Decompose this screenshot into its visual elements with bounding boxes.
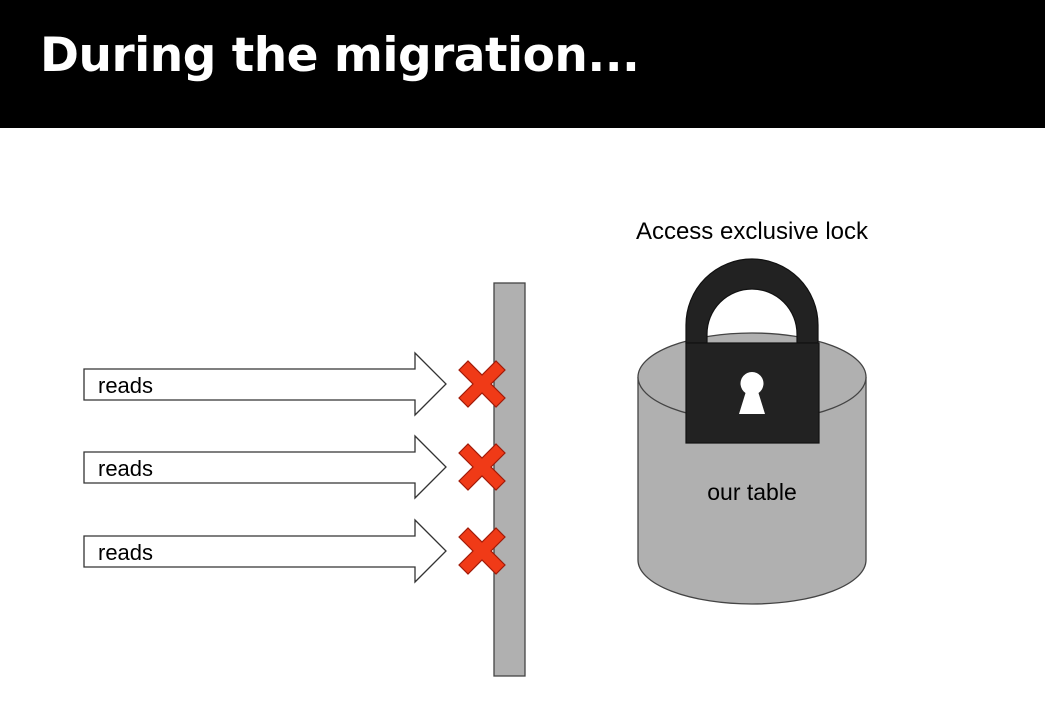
- padlock-shackle: [685, 258, 819, 344]
- arrow-label: reads: [98, 456, 153, 481]
- title-bar: During the migration...: [0, 0, 1045, 128]
- arrow-shape: [83, 434, 447, 500]
- arrow-shape: [83, 351, 447, 417]
- arrow-label: reads: [98, 540, 153, 565]
- read-arrow-2: reads: [83, 434, 447, 500]
- blocked-cross-icon: [458, 527, 506, 575]
- read-arrow-1: reads: [83, 351, 447, 417]
- table-label: our table: [707, 479, 797, 505]
- blocked-cross-icon: [458, 360, 506, 408]
- slide-title: During the migration...: [40, 28, 640, 83]
- keyhole-icon: [739, 372, 765, 414]
- padlock-icon: [685, 258, 820, 444]
- arrow-label: reads: [98, 373, 153, 398]
- arrow-shape: [83, 518, 447, 584]
- blocked-cross-icon: [458, 443, 506, 491]
- lock-label: Access exclusive lock: [636, 218, 869, 245]
- read-arrow-3: reads: [83, 518, 447, 584]
